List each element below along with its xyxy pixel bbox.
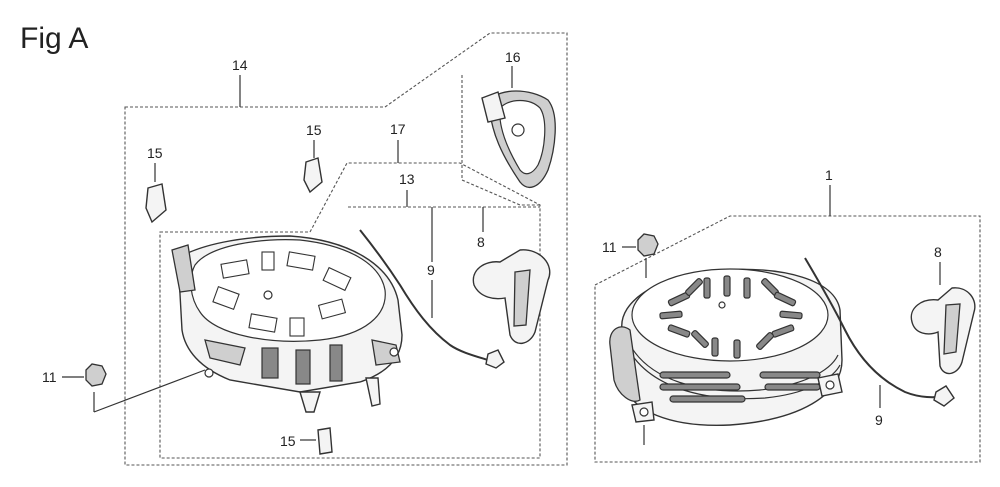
callout-9b: 9 <box>875 412 883 428</box>
starter-housing-right <box>609 268 843 427</box>
callout-15b: 15 <box>306 122 322 138</box>
nut-part-11b <box>637 233 659 257</box>
callout-11a: 11 <box>42 369 57 385</box>
clip-part-15c <box>317 427 333 455</box>
figure-title: Fig A <box>20 22 88 55</box>
clip-part-15b <box>303 157 323 194</box>
callout-8a: 8 <box>477 234 485 250</box>
callout-13: 13 <box>399 171 415 187</box>
assembly-group-14: 14 17 13 9 8 16 15 15 15 <box>42 32 568 466</box>
group-16-boundary <box>461 75 540 206</box>
callout-11b: 11 <box>602 239 617 255</box>
starter-housing-left <box>171 235 403 413</box>
assembly-group-1: 1 11 <box>594 167 981 463</box>
rope-knot-right <box>933 385 955 407</box>
callout-1: 1 <box>825 167 833 183</box>
callout-14: 14 <box>232 57 248 73</box>
clip-part-15a <box>145 183 167 224</box>
nut-part-11a <box>85 363 107 387</box>
rope-knot-left <box>485 349 505 369</box>
rope-guide-part-16 <box>481 90 556 188</box>
group-17-boundary <box>159 162 541 459</box>
starter-handle-right <box>910 287 976 375</box>
callout-15c: 15 <box>280 433 296 449</box>
leader-11a-diag <box>93 369 206 413</box>
starter-rope-left <box>359 229 489 361</box>
callout-8b: 8 <box>934 244 942 260</box>
group-14-boundary <box>124 32 568 466</box>
group-1-boundary <box>594 215 981 463</box>
callout-17: 17 <box>390 121 406 137</box>
callout-9a: 9 <box>427 262 435 278</box>
starter-rope-right <box>804 257 946 399</box>
callout-15a: 15 <box>147 145 163 161</box>
callout-16: 16 <box>505 49 521 65</box>
starter-handle-left <box>472 249 551 344</box>
